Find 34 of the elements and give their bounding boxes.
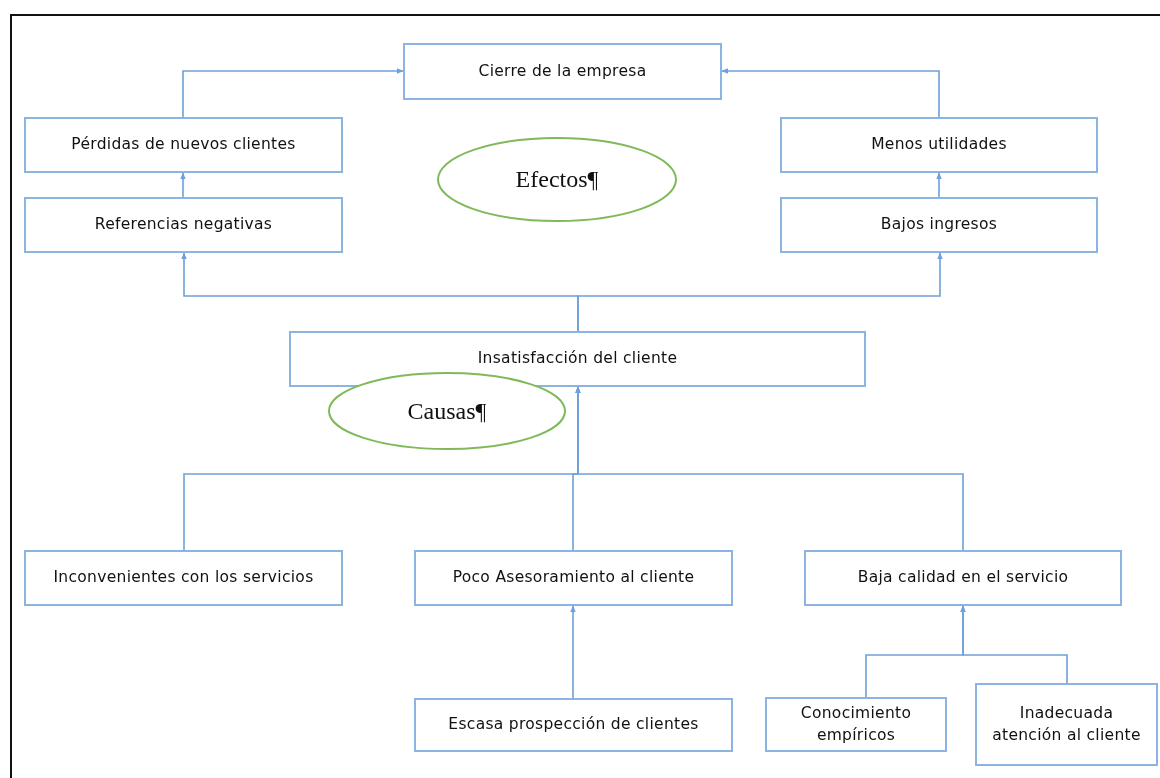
process-box bbox=[414, 698, 733, 752]
process-box bbox=[24, 197, 343, 253]
box-label: Pérdidas de nuevos clientes bbox=[71, 134, 296, 156]
arrow bbox=[570, 605, 576, 699]
ellipse-label: Efectos¶ bbox=[515, 166, 599, 193]
box-label: Conocimiento empíricos bbox=[799, 702, 913, 746]
arrow bbox=[180, 172, 186, 198]
box-label: Inadecuada atención al cliente bbox=[991, 702, 1142, 746]
box-label: Insatisfacción del cliente bbox=[477, 348, 678, 370]
box-label: Inconvenientes con los servicios bbox=[53, 567, 314, 589]
process-box bbox=[780, 117, 1098, 173]
arrow bbox=[721, 68, 940, 118]
arrow bbox=[182, 68, 404, 118]
box-label: Referencias negativas bbox=[94, 214, 273, 236]
process-box bbox=[780, 197, 1098, 253]
process-box bbox=[24, 550, 343, 606]
process-box bbox=[804, 550, 1122, 606]
arrow bbox=[575, 386, 964, 551]
box-label: Bajos ingresos bbox=[880, 214, 998, 236]
box-label: Baja calidad en el servicio bbox=[857, 567, 1069, 589]
process-box bbox=[403, 43, 722, 100]
process-box bbox=[414, 550, 733, 606]
process-box bbox=[24, 117, 343, 173]
arrow bbox=[577, 252, 943, 332]
process-box bbox=[765, 697, 947, 752]
box-label: Cierre de la empresa bbox=[478, 60, 647, 82]
process-box bbox=[289, 331, 866, 387]
process-box bbox=[975, 683, 1158, 766]
box-label: Menos utilidades bbox=[871, 134, 1007, 156]
box-label: Poco Asesoramiento al cliente bbox=[452, 567, 695, 589]
ellipse-label: Causas¶ bbox=[407, 397, 487, 425]
box-label: Escasa prospección de clientes bbox=[448, 714, 699, 736]
arrow bbox=[936, 172, 942, 198]
arrow bbox=[960, 605, 1068, 684]
